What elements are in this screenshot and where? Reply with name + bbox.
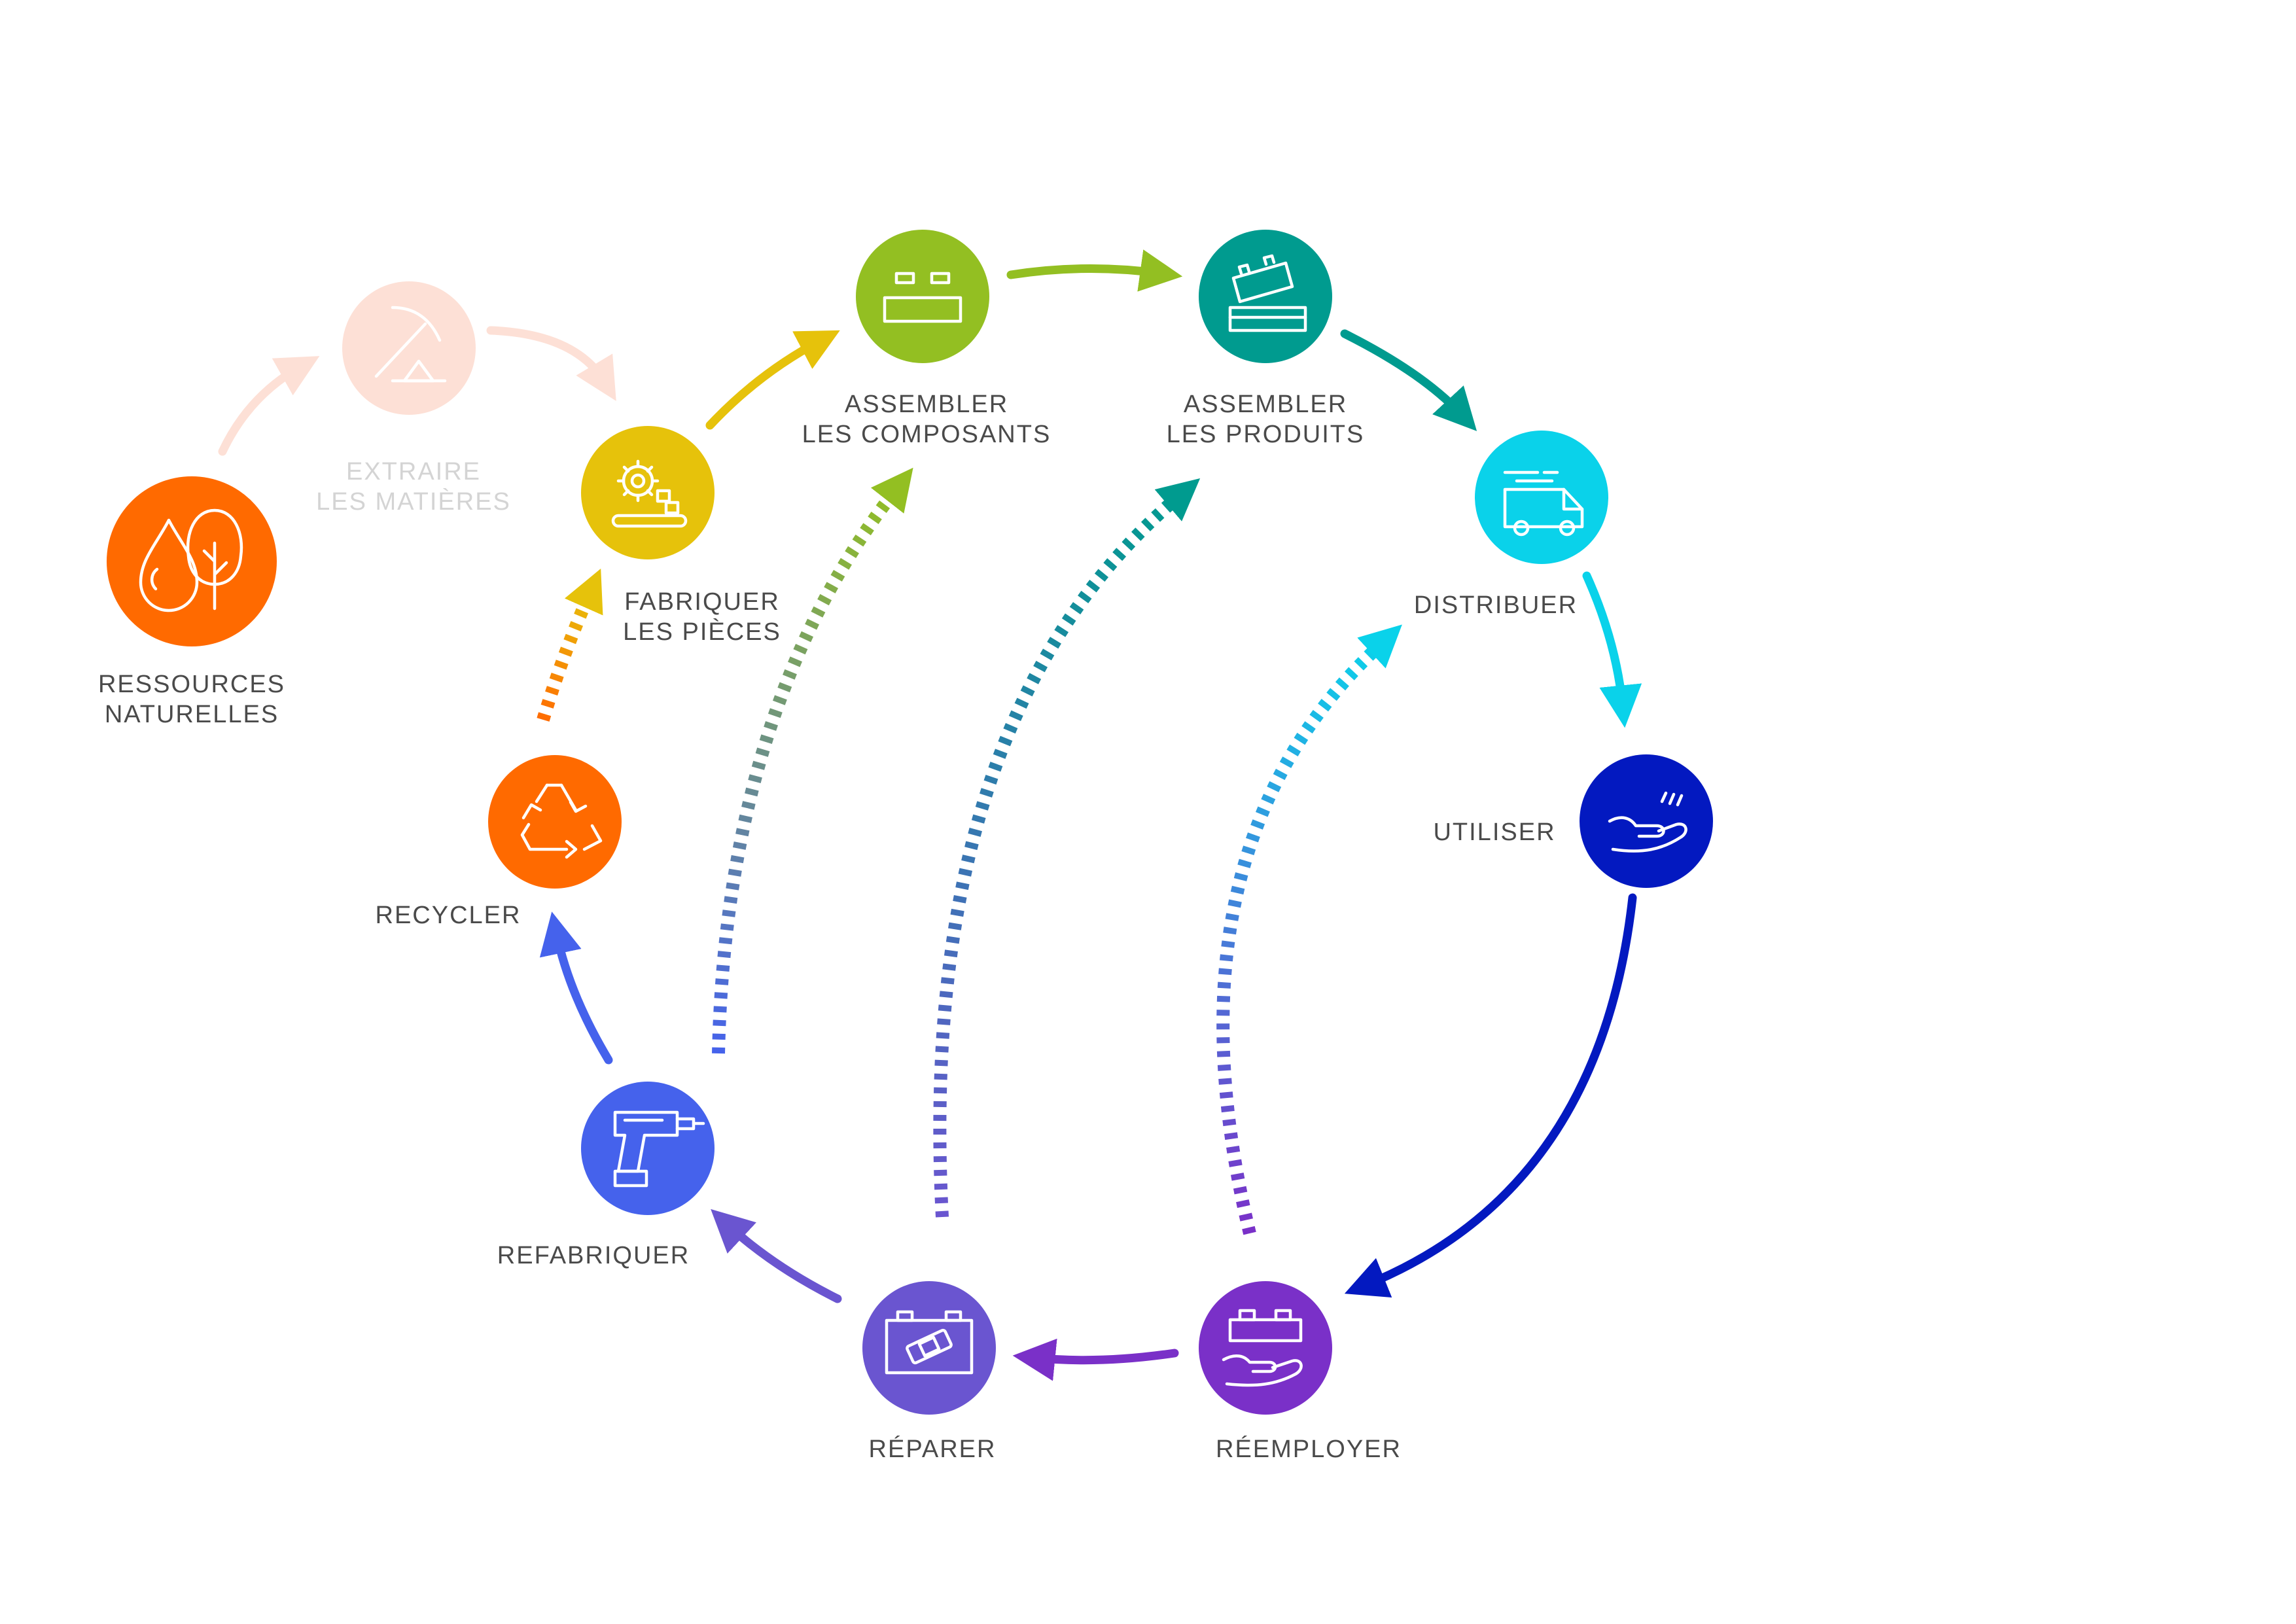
arrow-distribuer-to-utiliser bbox=[1582, 571, 1642, 728]
stacked-blocks-icon bbox=[1228, 254, 1307, 332]
reparer-circle bbox=[862, 1281, 996, 1415]
hand-use-icon bbox=[1608, 791, 1687, 853]
produits-circle bbox=[1199, 230, 1332, 363]
arrow-fabriquer-to-composants bbox=[705, 330, 840, 430]
node-composants: ASSEMBLER LES COMPOSANTS bbox=[802, 230, 1051, 448]
dashed-arrow-refabriquer-to-composants bbox=[712, 467, 913, 1054]
produits-label-line1: ASSEMBLER bbox=[1184, 391, 1347, 418]
arrow-extraire-to-fabriquer bbox=[486, 326, 616, 401]
utiliser-circle bbox=[1580, 754, 1713, 888]
delivery-van-icon bbox=[1503, 470, 1584, 537]
node-produits: ASSEMBLER LES PRODUITS bbox=[1167, 230, 1365, 448]
recycler-circle bbox=[488, 755, 622, 889]
ressources-label-line2: NATURELLES bbox=[105, 701, 279, 728]
extraire-label-line2: LES MATIÈRES bbox=[316, 487, 511, 516]
node-fabriquer: FABRIQUER LES PIÈCES bbox=[581, 426, 781, 646]
arrow-reparer-to-refabriquer bbox=[711, 1209, 842, 1303]
node-refabriquer: REFABRIQUER bbox=[497, 1082, 715, 1269]
reemployer-circle bbox=[1199, 1281, 1332, 1415]
dashed-arrow-reparer-to-produits bbox=[933, 478, 1201, 1218]
component-block-icon bbox=[883, 272, 963, 323]
drill-icon bbox=[613, 1110, 705, 1188]
node-reparer: RÉPARER bbox=[862, 1281, 996, 1463]
ressources-label-line1: RESSOURCES bbox=[98, 671, 285, 698]
node-ressources: RESSOURCES NATURELLES bbox=[98, 476, 285, 728]
gear-conveyor-icon bbox=[611, 459, 688, 528]
distribuer-circle bbox=[1475, 431, 1608, 564]
recycler-label: RECYCLER bbox=[376, 902, 521, 929]
bandage-battery-icon bbox=[885, 1310, 974, 1375]
arrow-utiliser-to-reemployer bbox=[1344, 893, 1637, 1297]
dashed-arrow-recycler-to-fabriquer bbox=[537, 569, 603, 722]
hand-block-icon bbox=[1222, 1309, 1303, 1387]
fabriquer-label-line1: FABRIQUER bbox=[624, 588, 780, 616]
composants-label-line2: LES COMPOSANTS bbox=[802, 421, 1051, 448]
produits-label-line2: LES PRODUITS bbox=[1167, 421, 1365, 448]
node-utiliser: UTILISER bbox=[1433, 754, 1713, 888]
composants-label-line1: ASSEMBLER bbox=[845, 391, 1008, 418]
extraire-circle bbox=[342, 281, 476, 415]
fabriquer-label-line2: LES PIÈCES bbox=[623, 618, 781, 646]
node-extraire: EXTRAIRE LES MATIÈRES bbox=[316, 281, 511, 516]
recycle-icon bbox=[520, 783, 603, 859]
drop-tree-icon bbox=[139, 508, 243, 612]
pickaxe-icon bbox=[374, 306, 447, 383]
node-recycler: RECYCLER bbox=[376, 755, 622, 929]
arrow-composants-to-produits bbox=[1006, 249, 1183, 292]
reparer-label: RÉPARER bbox=[869, 1435, 997, 1463]
extraire-label-line1: EXTRAIRE bbox=[346, 458, 481, 485]
distribuer-label: DISTRIBUER bbox=[1414, 591, 1578, 619]
refabriquer-label: REFABRIQUER bbox=[497, 1242, 690, 1269]
reemployer-label: RÉEMPLOYER bbox=[1216, 1435, 1402, 1463]
utiliser-label: UTILISER bbox=[1433, 819, 1555, 846]
dashed-arrow-reemployer-to-distribuer bbox=[1216, 624, 1402, 1235]
node-reemployer: RÉEMPLOYER bbox=[1199, 1281, 1402, 1463]
node-distribuer: DISTRIBUER bbox=[1414, 431, 1608, 619]
arrow-reemployer-to-reparer bbox=[1012, 1338, 1179, 1381]
refabriquer-circle bbox=[581, 1082, 715, 1215]
arrow-ressources-to-extraire bbox=[218, 356, 320, 456]
arrow-refabriquer-to-recycler bbox=[539, 911, 613, 1065]
arrow-produits-to-distribuer bbox=[1340, 329, 1477, 431]
